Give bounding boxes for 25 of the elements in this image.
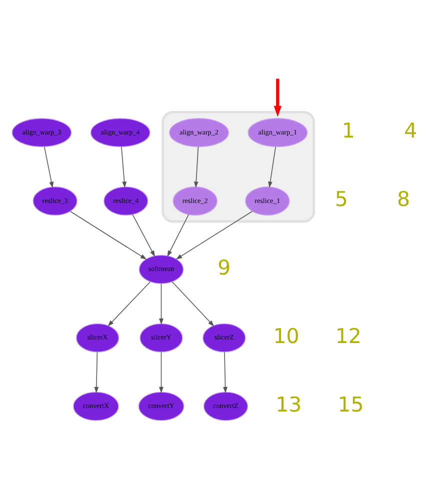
arrow <box>158 283 163 325</box>
label: 10 <box>272 324 299 348</box>
cluster <box>161 110 315 223</box>
label: 8 <box>396 186 410 211</box>
arrow <box>171 281 214 326</box>
label: 9 <box>217 255 230 280</box>
arrow <box>158 352 163 394</box>
label: 4 <box>404 118 417 143</box>
label: 5 <box>334 186 348 211</box>
arrow <box>107 281 150 326</box>
label: 12 <box>334 324 361 348</box>
arrow <box>222 352 227 394</box>
arrow <box>94 352 98 394</box>
arrow <box>273 78 282 117</box>
arrow <box>120 146 126 188</box>
arrow <box>175 211 252 260</box>
arrow <box>44 146 54 188</box>
label: 15 <box>337 392 364 416</box>
arrow <box>268 146 276 188</box>
arrow <box>69 211 146 260</box>
label: 13 <box>275 392 302 416</box>
arrow <box>132 214 154 257</box>
label: 1 <box>341 118 354 143</box>
arrow <box>193 146 198 188</box>
arrow <box>166 214 188 257</box>
